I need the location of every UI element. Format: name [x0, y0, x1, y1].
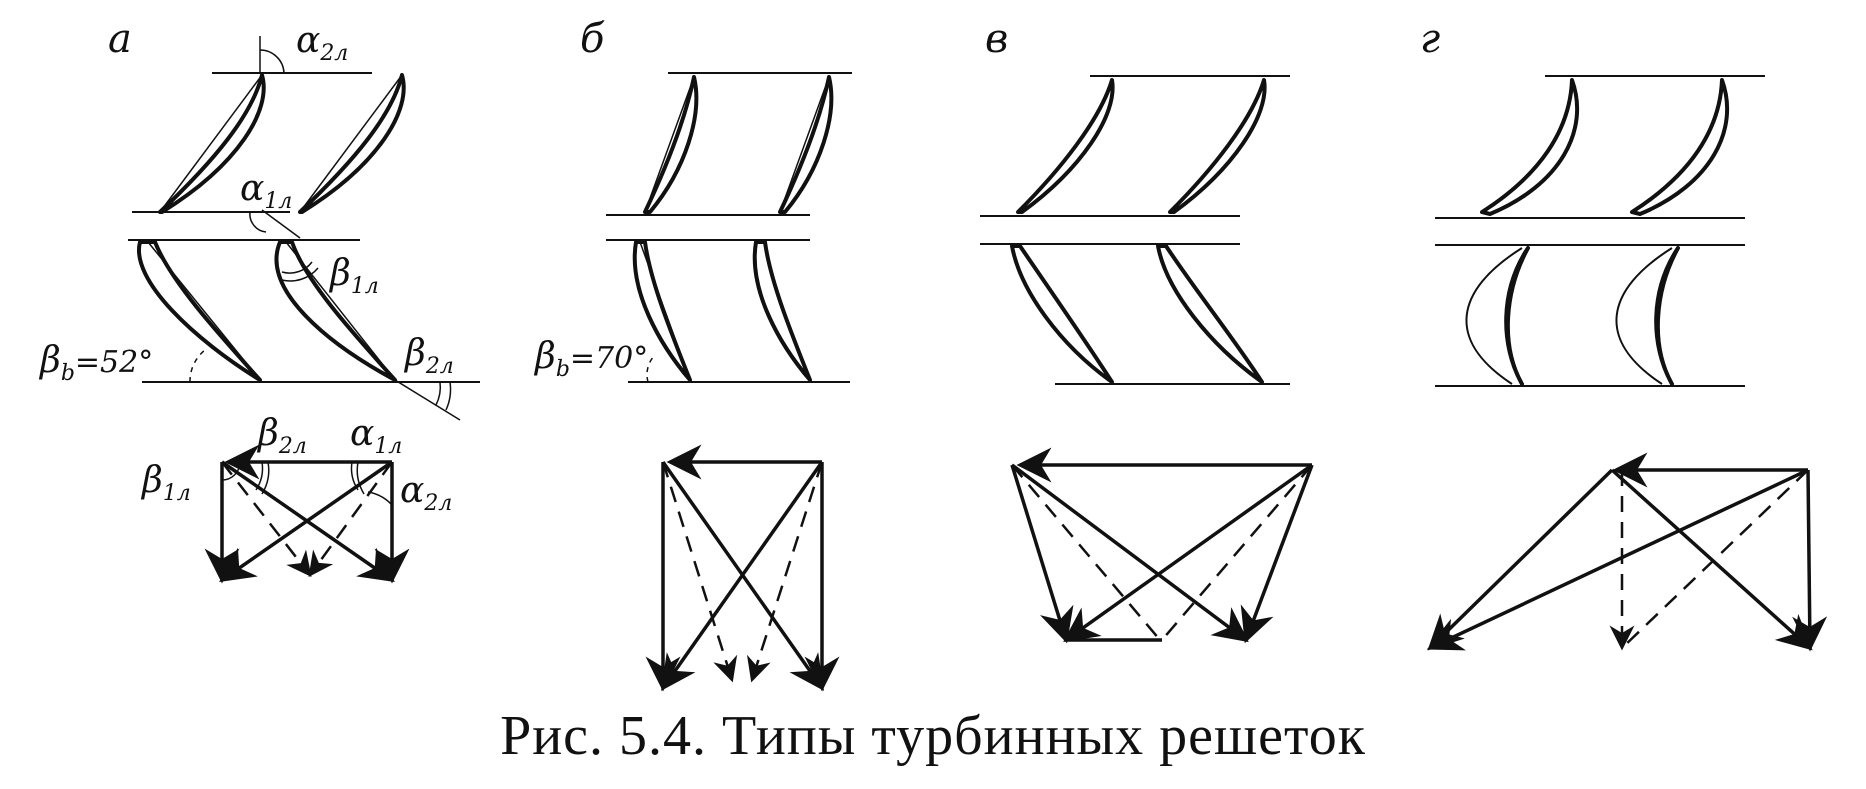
rotor-blade: [136, 240, 262, 382]
panel-g-nozzle-cascade: [1435, 75, 1765, 219]
panel-a-rotor-cascade: [128, 239, 480, 421]
angle-arc: [435, 381, 442, 406]
panel-a: а: [38, 16, 480, 584]
angle-arc: [445, 381, 452, 411]
figure-caption: Рис. 5.4. Типы турбинных решеток: [500, 705, 1366, 767]
chord-line: [159, 74, 263, 213]
angle-label-beta-2l: β2л: [256, 413, 307, 459]
angle-label-beta-1l: β1л: [328, 253, 379, 299]
nozzle-blade: [1630, 78, 1730, 216]
nozzle-blade: [1480, 78, 1580, 216]
velocity-vector-dashed: [1011, 464, 1161, 641]
panel-g-rotor-cascade: [1435, 244, 1745, 387]
velocity-vector-dashed: [661, 461, 738, 683]
panel-b-nozzle-cascade: [606, 72, 852, 216]
panel-b-rotor-cascade: βb=70°: [533, 239, 850, 383]
velocity-vector: [219, 460, 393, 582]
blade-angle-label: βb=70°: [533, 336, 648, 382]
angle-label-alpha-1l: α1л: [240, 168, 292, 214]
velocity-vector: [1240, 464, 1314, 644]
angle-label-beta-2l: β2л: [403, 333, 454, 379]
blade-angle-label: βb=52°: [38, 340, 153, 386]
velocity-vector: [660, 460, 824, 691]
panel-v: в: [980, 16, 1314, 644]
panel-a-angle-labels: α2л α1л β1л β2л βb=52°: [38, 20, 454, 386]
velocity-vector-dashed: [1621, 469, 1809, 649]
angle-arc: [356, 461, 365, 495]
velocity-vector: [1063, 463, 1314, 643]
angle-leg: [261, 209, 301, 239]
velocity-vector: [1010, 464, 1074, 644]
angle-arc: [221, 461, 241, 481]
angle-arc: [646, 354, 656, 383]
angle-label-alpha-2l: α2л: [296, 20, 348, 66]
nozzle-blade: [1168, 78, 1267, 214]
panel-b-label: б: [580, 16, 605, 62]
angle-label-alpha-2l: α2л: [400, 470, 452, 516]
chord-line: [779, 76, 830, 213]
velocity-vector-dashed: [1161, 464, 1313, 641]
chord-line: [639, 241, 691, 381]
angle-label-beta-1l: β1л: [140, 460, 191, 506]
panel-a-velocity-triangles: β2л α1л β1л α2л: [140, 413, 452, 584]
chord-line: [299, 74, 403, 213]
chord-line: [644, 76, 695, 213]
angle-arc: [259, 49, 285, 74]
velocity-vector-dashed: [746, 461, 824, 683]
panel-v-rotor-cascade: [980, 243, 1290, 385]
angle-leg: [394, 379, 461, 421]
rotor-blade: [1615, 247, 1673, 385]
rotor-blade: [1156, 244, 1264, 384]
rotor-blade: [1654, 246, 1680, 386]
panel-a-nozzle-cascade: [132, 36, 406, 239]
panel-a-label: а: [108, 16, 132, 62]
panel-g: г: [1420, 16, 1828, 652]
nozzle-blade: [1016, 78, 1115, 214]
panel-g-velocity-triangles: [1426, 452, 1828, 652]
panel-g-label: г: [1420, 16, 1440, 62]
panel-b-velocity-triangles: [645, 444, 840, 692]
panel-b: б βb=70°: [533, 16, 852, 692]
rotor-blade: [752, 240, 812, 382]
angle-arc: [281, 267, 319, 282]
rotor-blade: [1465, 247, 1523, 385]
angle-arc: [261, 461, 270, 495]
velocity-vector: [1010, 463, 1249, 643]
angle-label-alpha-1l: α1л: [350, 413, 402, 459]
angle-arc: [367, 491, 393, 506]
angle-arc: [249, 211, 267, 233]
chord-line: [285, 241, 396, 381]
chord-line: [147, 241, 261, 381]
velocity-vector: [1426, 468, 1809, 651]
rotor-blade: [1504, 246, 1530, 386]
rotor-blade: [1010, 244, 1114, 384]
panel-v-nozzle-cascade: [980, 75, 1290, 217]
panel-v-label: в: [985, 16, 1008, 62]
angle-arc: [189, 349, 206, 383]
velocity-vector: [1610, 468, 1813, 651]
angle-arc: [350, 461, 359, 491]
velocity-vector-dashed: [308, 461, 394, 578]
angle-arc: [255, 461, 264, 491]
velocity-vector-dashed: [221, 461, 312, 577]
panel-v-velocity-triangles: [1010, 447, 1314, 644]
angle-arc: [281, 261, 313, 274]
velocity-vector: [1427, 468, 1614, 651]
velocity-vector: [1792, 469, 1828, 652]
